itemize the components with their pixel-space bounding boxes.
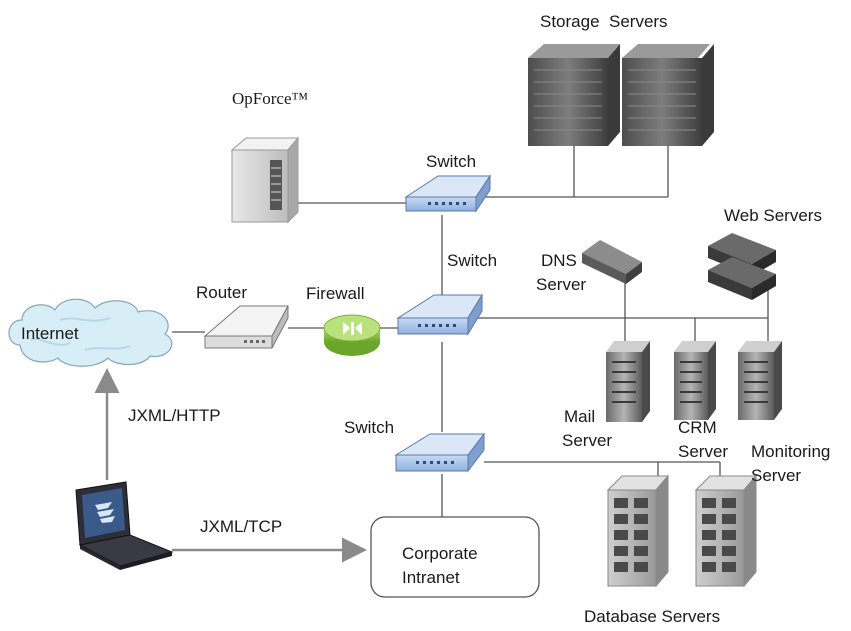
crm-server-icon [674, 341, 716, 420]
web-servers-icon [708, 233, 776, 300]
opforce-server-icon [230, 136, 300, 224]
storage-server-right [622, 44, 714, 146]
dns-server-icon [582, 240, 642, 284]
switch-mid-icon [396, 293, 483, 336]
opforce-label: OpForce™ [232, 89, 308, 108]
firewall-icon [323, 314, 381, 356]
router-label: Router [196, 283, 247, 302]
switch-top-label: Switch [426, 152, 476, 171]
web-servers-label: Web Servers [724, 206, 822, 225]
jxml-http-label: JXML/HTTP [128, 406, 221, 425]
database-servers-label: Database Servers [584, 607, 720, 626]
connection-lines [172, 145, 769, 517]
monitoring-label-line2: Server [751, 466, 801, 485]
switch-bottom-icon [394, 432, 486, 473]
internet-cloud-icon [8, 298, 173, 367]
storage-servers-label: Storage Servers [540, 12, 668, 31]
dns-label-line2: Server [536, 275, 586, 294]
database-server-left-icon [606, 474, 670, 588]
mail-label-line2: Server [562, 431, 612, 450]
monitoring-server-icon [738, 341, 782, 420]
switch-mid-label: Switch [447, 251, 497, 270]
monitoring-label-line1: Monitoring [751, 442, 830, 461]
storage-server-left [528, 44, 620, 146]
mail-label-line1: Mail [564, 407, 595, 426]
database-server-right-icon [694, 474, 758, 588]
dns-label-line1: DNS [541, 251, 577, 270]
firewall-label: Firewall [306, 284, 365, 303]
router-icon [203, 305, 289, 349]
laptop-icon [75, 481, 174, 570]
corporate-intranet-box [370, 516, 540, 598]
switch-top-icon [404, 174, 491, 213]
mail-server-icon [606, 341, 650, 422]
jxml-tcp-label: JXML/TCP [200, 517, 282, 536]
crm-label-line2: Server [678, 442, 728, 461]
intranet-label-line1: Corporate [402, 544, 478, 563]
internet-label: Internet [21, 324, 79, 343]
crm-label-line1: CRM [678, 418, 717, 437]
intranet-label-line2: Intranet [402, 568, 460, 587]
switch-bottom-label: Switch [344, 418, 394, 437]
